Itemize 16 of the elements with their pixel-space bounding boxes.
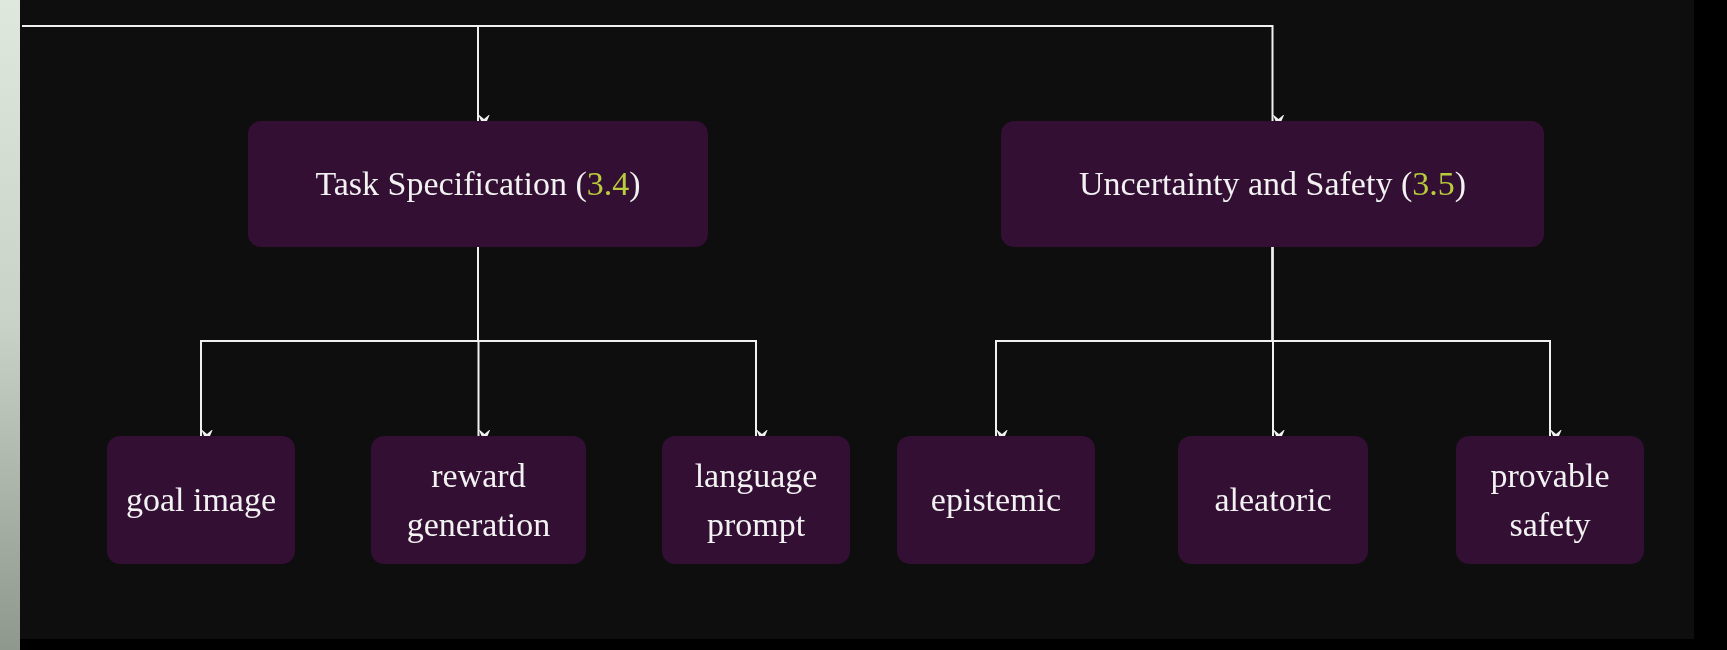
node-label: provable safety — [1489, 455, 1611, 545]
category-box — [897, 436, 1095, 564]
category-box — [1456, 436, 1644, 564]
category-box — [371, 436, 586, 564]
category-box — [662, 436, 850, 564]
node-label: reward generation — [405, 455, 552, 545]
node-label: language prompt — [693, 455, 819, 545]
category-box — [1178, 436, 1368, 564]
node-label: Uncertainty and Safety (3.5) — [1078, 164, 1467, 205]
category-box — [1001, 121, 1544, 247]
category-box — [248, 121, 708, 247]
category-box — [107, 436, 295, 564]
node-label: aleatoric — [1214, 480, 1332, 521]
node-label: epistemic — [930, 480, 1062, 521]
node-label: Task Specification (3.4) — [315, 164, 641, 205]
node-label: goal image — [125, 480, 277, 521]
